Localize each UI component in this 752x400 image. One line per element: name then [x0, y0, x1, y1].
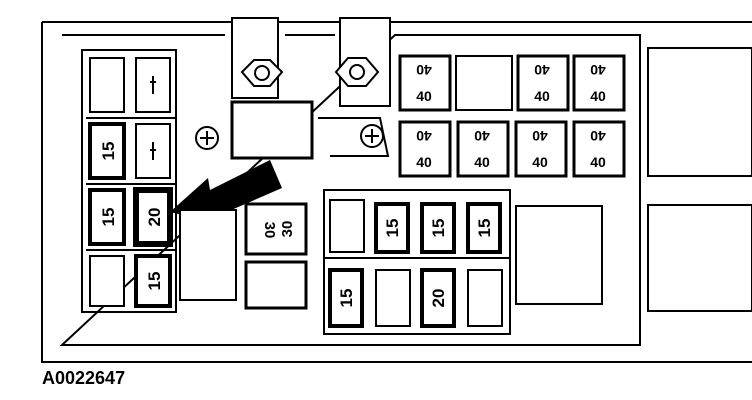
maxi-label: 40 — [534, 88, 550, 104]
relay-socket — [230, 100, 314, 160]
terminal-nut-hole — [349, 64, 365, 80]
fuse-label: 15 — [429, 219, 448, 238]
left-fuse-block — [81, 49, 177, 313]
empty-fuse-slot — [89, 255, 125, 307]
maxi-label: 40 — [416, 62, 432, 78]
lower-fuse-block — [323, 189, 511, 335]
relay-30-30 — [244, 202, 308, 256]
empty-fuse-slot — [467, 269, 503, 327]
fuse-label: 20 — [145, 208, 164, 227]
large-relay-socket — [515, 205, 603, 305]
empty-relay-socket — [244, 260, 308, 310]
right-side-socket-lower — [647, 204, 752, 312]
fuse-label: 15 — [145, 272, 164, 291]
maxi-label: 40 — [474, 154, 490, 170]
housing-outer — [41, 21, 752, 363]
fuse-label: 15 — [99, 142, 118, 161]
maxi-fuse-40 — [572, 54, 626, 112]
maxi-label: 40 — [590, 62, 606, 78]
fuse-label: 15 — [475, 219, 494, 238]
maxi-label: 40 — [416, 128, 432, 144]
maxi-label: 40 — [590, 154, 606, 170]
fuse-20 — [420, 268, 456, 328]
maxi-label: 40 — [416, 88, 432, 104]
maxi-fuse-40 — [456, 120, 510, 178]
fuse-label: 20 — [429, 289, 448, 308]
maxi-fuse-40 — [398, 120, 452, 178]
empty-fuse-slot — [375, 269, 411, 327]
fuse-20-highlighted — [133, 187, 173, 247]
fuse-label: 15 — [383, 219, 402, 238]
screw-cross — [200, 131, 214, 145]
maxi-label: 40 — [534, 62, 550, 78]
figure-reference-code: A0022647 — [42, 368, 126, 388]
fuse-15 — [374, 202, 410, 254]
fuse-15 — [420, 202, 456, 254]
fuse-label: 15 — [99, 208, 118, 227]
maxi-label: 40 — [590, 128, 606, 144]
fuse-15 — [466, 202, 502, 254]
screw-cross — [365, 129, 379, 143]
maxi-fuse-40 — [572, 120, 626, 178]
fuse-clip-icon — [150, 76, 156, 94]
maxi-fuse-40 — [516, 54, 570, 112]
maxi-label: 40 — [532, 154, 548, 170]
fuse-15 — [328, 268, 364, 328]
maxi-label: 40 — [590, 88, 606, 104]
maxi-label: 40 — [416, 154, 432, 170]
fuse-clip-icon — [150, 142, 156, 160]
relay-label: 30 — [279, 221, 296, 238]
fuse-label: 15 — [337, 289, 356, 308]
maxi-label: 40 — [532, 128, 548, 144]
empty-relay-socket — [179, 209, 237, 301]
right-side-socket-upper — [647, 47, 752, 177]
empty-fuse-slot — [89, 57, 125, 113]
fuse-15 — [88, 188, 126, 246]
terminal-nut-hole — [254, 65, 270, 81]
fuse-15 — [88, 122, 126, 180]
maxi-label: 40 — [474, 128, 490, 144]
empty-fuse-slot — [329, 199, 365, 253]
maxi-fuse-40 — [514, 120, 568, 178]
relay-label: 30 — [261, 222, 278, 239]
empty-maxi-slot — [455, 55, 513, 111]
busbar — [318, 117, 390, 157]
fuse-15 — [134, 254, 172, 308]
maxi-fuse-40 — [398, 54, 452, 112]
